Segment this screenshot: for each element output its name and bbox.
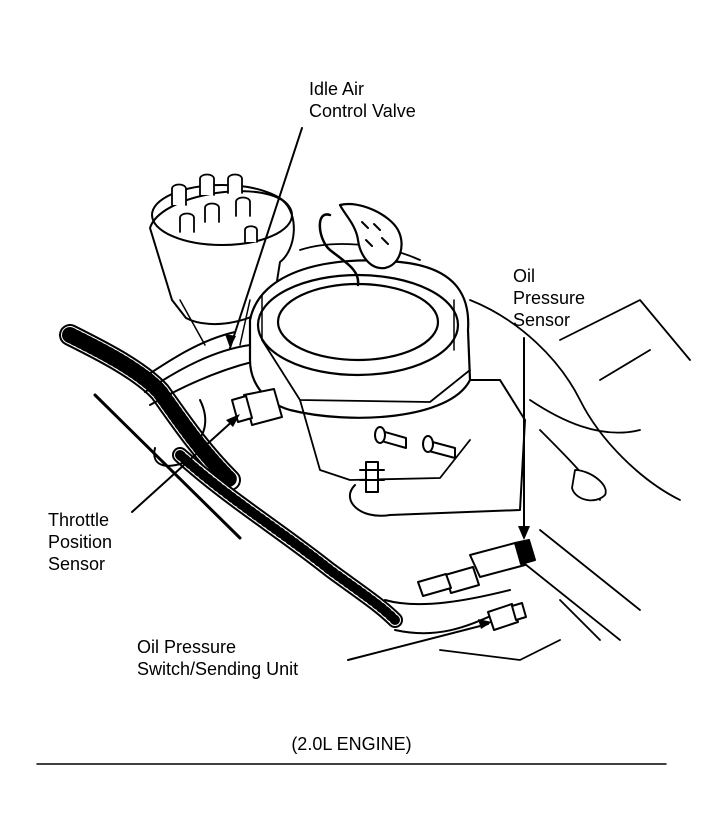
label-line: Pressure [513, 288, 586, 308]
fittings [359, 426, 456, 493]
label-line: Sensor [513, 310, 571, 330]
label-line: Sensor [48, 554, 106, 574]
diagram-caption: (2.0L ENGINE) [291, 734, 412, 754]
label-oil-pressure-sensor: Oil Pressure Sensor [513, 265, 585, 331]
throttle-body [248, 202, 526, 517]
oil-pressure-switch [487, 602, 527, 631]
leader-lines [131, 127, 525, 661]
label-line: Oil [513, 266, 535, 286]
label-line: Oil Pressure [137, 637, 237, 657]
distributor-cap [149, 173, 295, 346]
label-line: Control Valve [309, 101, 416, 121]
oil-pressure-sensor [417, 539, 536, 597]
leader-idle-air [229, 127, 303, 349]
leader-arrowheads [225, 334, 530, 629]
label-idle-air-control-valve: Idle Air Control Valve [309, 78, 416, 122]
tps-connector [231, 388, 283, 426]
label-line: Throttle [48, 510, 110, 530]
label-line: Switch/Sending Unit [137, 659, 299, 679]
intake-manifold [439, 299, 691, 661]
label-oil-pressure-switch: Oil Pressure Switch/Sending Unit [137, 636, 298, 680]
label-line: Position [48, 532, 113, 552]
label-line: Idle Air [309, 79, 365, 99]
label-throttle-position-sensor: Throttle Position Sensor [48, 509, 112, 575]
leader-throttle [131, 417, 237, 513]
wiring-conduit [59, 324, 511, 635]
leader-oil-switch [347, 623, 489, 661]
